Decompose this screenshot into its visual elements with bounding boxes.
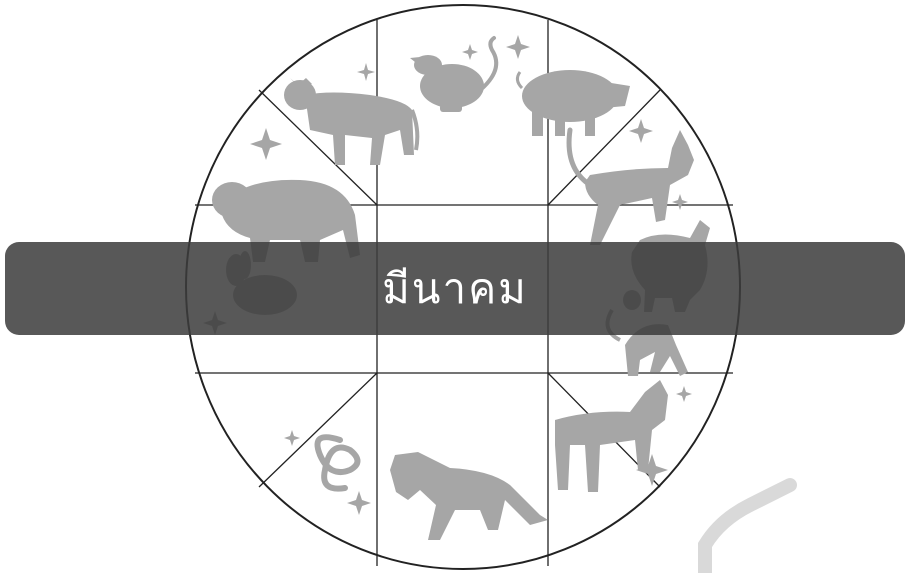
watermark-mark [705, 485, 790, 573]
star-icon [676, 386, 692, 402]
star-icon [672, 194, 688, 210]
star-icon [506, 35, 530, 59]
horse-icon [390, 452, 548, 540]
pig-icon [517, 70, 630, 136]
star-icon [357, 63, 375, 81]
star-icon [347, 491, 371, 515]
snake-icon [318, 437, 358, 488]
month-label: มีนาคม [382, 268, 528, 310]
month-banner: มีนาคม [5, 242, 905, 335]
rat-icon [410, 38, 496, 112]
ox-icon [284, 78, 417, 165]
star-icon [629, 119, 653, 143]
star-icon [462, 44, 478, 60]
dog-icon [569, 130, 694, 245]
star-icon [284, 430, 300, 446]
star-icon [250, 128, 282, 160]
